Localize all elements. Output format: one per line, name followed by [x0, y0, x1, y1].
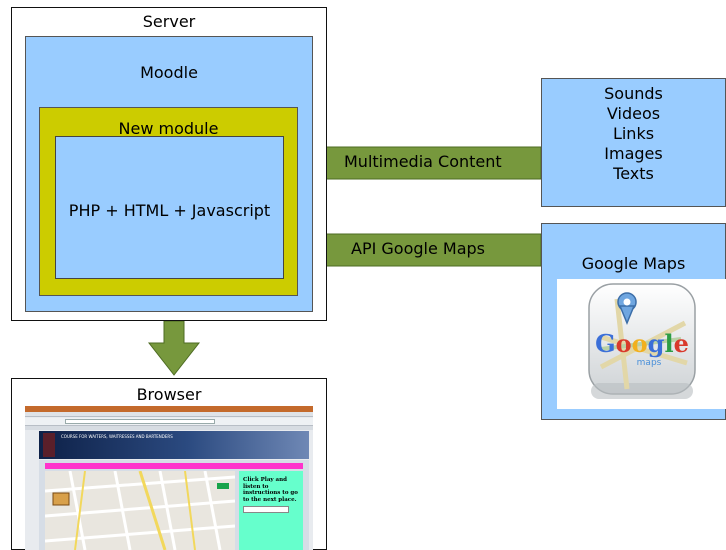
- media-item-texts: Texts: [613, 164, 654, 183]
- multimedia-content-label: Multimedia Content: [344, 152, 502, 171]
- php-html-js-box: PHP + HTML + Javascript: [55, 136, 284, 279]
- google-maps-logo: Google maps: [557, 279, 726, 409]
- toolbar: [25, 418, 313, 426]
- google-maps-title: Google Maps: [581, 254, 686, 273]
- window-titlebar: [25, 406, 313, 412]
- tab-bar: [25, 426, 313, 430]
- street-map[interactable]: [45, 471, 235, 550]
- course-title-text: COURSE FOR WAITERS, WAITRESSES AND BARTE…: [61, 434, 173, 439]
- course-header-banner: COURSE FOR WAITERS, WAITRESSES AND BARTE…: [39, 431, 309, 459]
- multimedia-sources-box: Sounds Videos Links Images Texts: [541, 78, 726, 207]
- arrow-server-to-browser: [147, 320, 201, 376]
- address-bar: [65, 419, 215, 424]
- browser-screenshot: COURSE FOR WAITERS, WAITRESSES AND BARTE…: [25, 406, 313, 550]
- street-map-roads: [45, 471, 235, 550]
- php-html-js-label: PHP + HTML + Javascript: [68, 201, 271, 220]
- maps-logo-subtext: maps: [637, 358, 662, 368]
- instructions-panel: Click Play and listen to instructions to…: [239, 471, 303, 550]
- google-logo-text: Google: [595, 329, 689, 358]
- server-title: Server: [142, 12, 196, 31]
- course-logo: [43, 433, 55, 457]
- media-item-links: Links: [612, 124, 655, 143]
- instructions-text: Click Play and listen to instructions to…: [243, 477, 298, 503]
- moodle-label: Moodle: [140, 63, 198, 82]
- map-header-bar: MY ROUND MAP: [45, 463, 303, 476]
- api-google-maps-label: API Google Maps: [351, 239, 486, 258]
- media-item-images: Images: [604, 144, 663, 163]
- new-module-label: New module: [118, 119, 219, 138]
- media-item-sounds: Sounds: [604, 84, 663, 103]
- audio-player[interactable]: [243, 506, 289, 513]
- google-maps-logo-icon: Google maps: [588, 283, 696, 399]
- menu-bar: [25, 412, 313, 417]
- page-body: MY ROUND MAP Click Play and listen to in…: [39, 460, 309, 550]
- media-item-videos: Videos: [606, 104, 661, 123]
- media-item-list: Sounds Videos Links Images Texts: [542, 84, 725, 184]
- browser-title: Browser: [136, 385, 202, 404]
